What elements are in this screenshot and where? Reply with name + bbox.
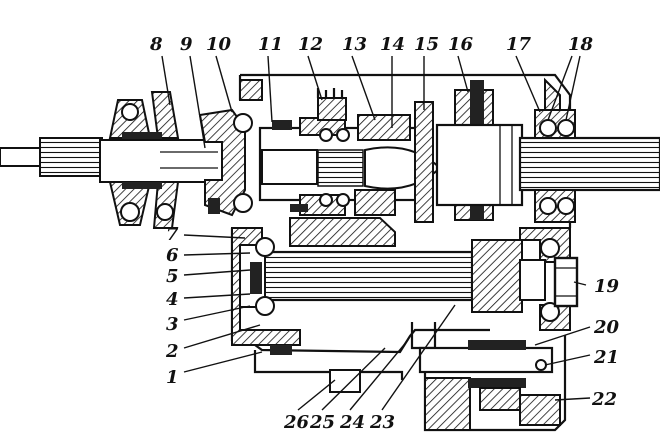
oil-drain-plug <box>270 345 361 393</box>
input-bearing-cover <box>198 108 253 217</box>
callout-18: 18 <box>568 34 594 55</box>
leader-lines <box>161 55 591 411</box>
callout-17: 17 <box>506 34 532 55</box>
synchronizer-clutch <box>258 88 442 216</box>
callout-4: 4 <box>166 289 179 310</box>
callout-6: 6 <box>166 245 179 266</box>
callout-1: 1 <box>166 367 179 388</box>
callout-5: 5 <box>166 266 179 287</box>
callout-8: 8 <box>149 34 163 55</box>
callout-23: 23 <box>369 412 395 433</box>
callout-24: 24 <box>339 412 365 433</box>
callout-9: 9 <box>180 34 193 55</box>
callout-11: 11 <box>258 34 283 55</box>
callout-21: 21 <box>593 347 619 368</box>
callout-19: 19 <box>594 276 620 297</box>
output-shaft <box>518 109 660 223</box>
countershaft <box>239 237 579 322</box>
callout-26: 26 <box>283 412 310 433</box>
drive-pulley <box>108 91 180 229</box>
callout-3: 3 <box>166 314 179 335</box>
callout-12: 12 <box>298 34 323 55</box>
callout-16: 16 <box>448 34 474 55</box>
reverse-idler-shaft <box>418 340 554 411</box>
callout-7: 7 <box>166 224 179 245</box>
callout-15: 15 <box>414 34 439 55</box>
callout-13: 13 <box>342 34 367 55</box>
callout-10: 10 <box>206 34 232 55</box>
callout-20: 20 <box>593 317 620 338</box>
callout-25: 25 <box>309 412 335 433</box>
main-gear <box>414 80 524 223</box>
callout-14: 14 <box>380 34 405 55</box>
callout-2: 2 <box>165 341 179 362</box>
input-shaft <box>0 137 226 183</box>
callout-22: 22 <box>591 389 617 410</box>
callout-labels: 8 9 10 11 12 13 14 15 16 17 18 7 6 5 4 3… <box>149 34 620 433</box>
